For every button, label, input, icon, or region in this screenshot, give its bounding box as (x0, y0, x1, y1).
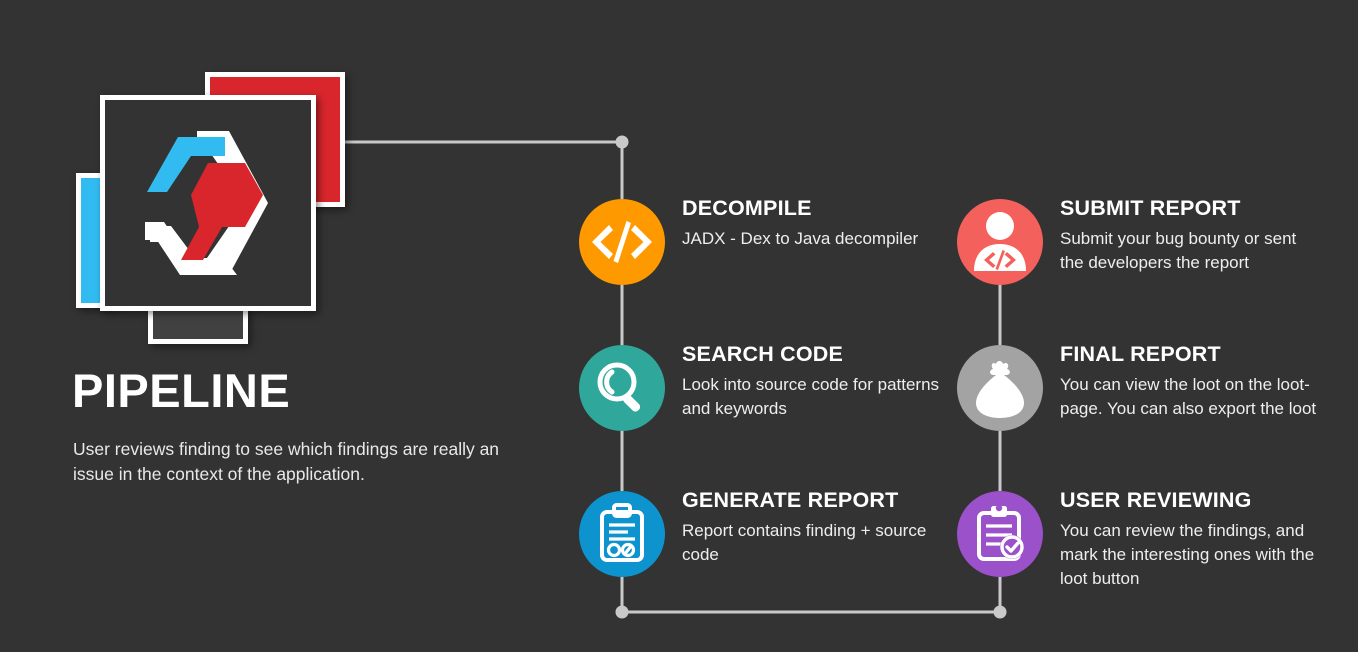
submit-report-icon-circle[interactable] (957, 199, 1043, 285)
search-code-icon-circle[interactable] (579, 345, 665, 431)
user-code-icon (974, 212, 1026, 271)
final-report-text: FINAL REPORT You can view the loot on th… (1060, 342, 1322, 421)
search-code-title: SEARCH CODE (682, 342, 844, 366)
logo-card-main (100, 95, 316, 311)
clipboard-check-icon (977, 504, 1024, 561)
submit-report-text: SUBMIT REPORT Submit your bug bounty or … (1060, 196, 1322, 275)
user-reviewing-icon-circle[interactable] (957, 491, 1043, 577)
search-code-description: Look into source code for patterns and k… (682, 374, 940, 418)
generate-report-description: Report contains finding + source code (682, 520, 927, 564)
magnifier-icon (597, 362, 641, 412)
final-report-title: FINAL REPORT (1060, 342, 1221, 366)
decompile-text: DECOMPILE JADX - Dex to Java decompiler (682, 196, 952, 251)
page-title: PIPELINE (72, 364, 291, 417)
generate-report-title: GENERATE REPORT (682, 488, 899, 512)
submit-report-title: SUBMIT REPORT (1060, 196, 1241, 220)
generate-report-icon-circle[interactable] (579, 491, 665, 577)
final-report-icon-circle[interactable] (957, 345, 1043, 431)
generate-report-text: GENERATE REPORT Report contains finding … (682, 488, 952, 567)
hexagon-logo-icon (145, 131, 268, 275)
clipboard-chart-icon (600, 503, 644, 562)
logo-card-gray (148, 306, 248, 344)
money-bag-icon (976, 361, 1024, 418)
final-report-description: You can view the loot on the loot-page. … (1060, 374, 1317, 418)
user-reviewing-title: USER REVIEWING (1060, 488, 1252, 512)
submit-report-description: Submit your bug bounty or sent the devel… (1060, 228, 1297, 272)
search-code-text: SEARCH CODE Look into source code for pa… (682, 342, 952, 421)
decompile-description: JADX - Dex to Java decompiler (682, 228, 919, 248)
page-description: User reviews finding to see which findin… (73, 439, 500, 485)
code-brackets-icon (592, 221, 652, 263)
decompile-title: DECOMPILE (682, 196, 812, 220)
user-reviewing-description: You can review the findings, and mark th… (1060, 520, 1315, 588)
decompile-icon-circle[interactable] (579, 199, 665, 285)
user-reviewing-text: USER REVIEWING You can review the findin… (1060, 488, 1330, 591)
